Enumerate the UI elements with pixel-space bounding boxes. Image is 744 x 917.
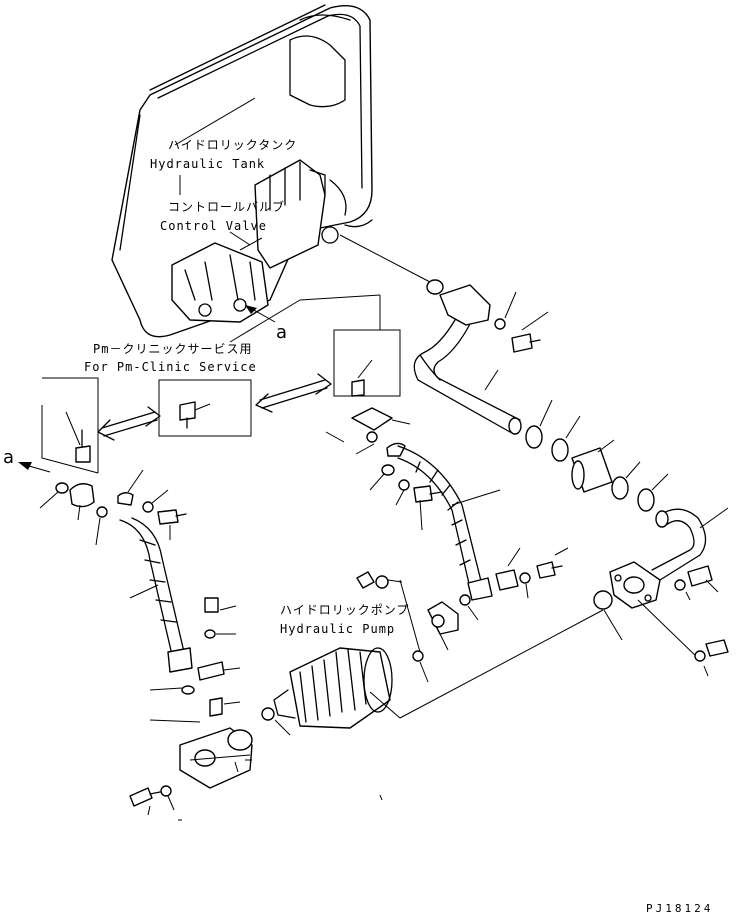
center-hose: [397, 445, 493, 601]
control-valve-drawing: [171, 159, 339, 323]
pm-clinic-label-jp: Pm－クリニックサービス用: [93, 342, 253, 356]
arrow-icon: [18, 462, 51, 473]
ref-a-top: a: [276, 322, 288, 343]
hydraulic-pump-label-jp: ハイドロリックポンプ: [280, 603, 410, 617]
hydraulic-tank-drawing: [111, 4, 373, 338]
pm-clinic-label-en: For Pm-Clinic Service: [84, 360, 257, 374]
ref-a-left: a: [3, 447, 15, 468]
left-hose: [119, 517, 193, 673]
hydraulic-tank-label-jp: ハイドロリックタンク: [168, 138, 298, 152]
pm-clinic-box-left: [41, 377, 99, 474]
pm-clinic-box-right: [333, 329, 401, 397]
control-valve-label-jp: コントロールバルブ: [168, 200, 286, 214]
drawing-code: PJ18124: [646, 902, 714, 915]
elbow-pipe: [651, 508, 707, 581]
hydraulic-pump-label-en: Hydraulic Pump: [280, 622, 396, 636]
top-pipe: [413, 284, 522, 435]
pm-clinic-box-center: [158, 379, 252, 437]
hydraulic-pump-drawing: [261, 647, 393, 729]
hydraulic-tank-label-en: Hydraulic Tank: [150, 157, 266, 171]
outlet-flange: [609, 561, 661, 609]
control-valve-label-en: Control Valve: [160, 219, 267, 233]
arrow-icon: [97, 406, 161, 441]
arrow-icon: [255, 373, 332, 413]
